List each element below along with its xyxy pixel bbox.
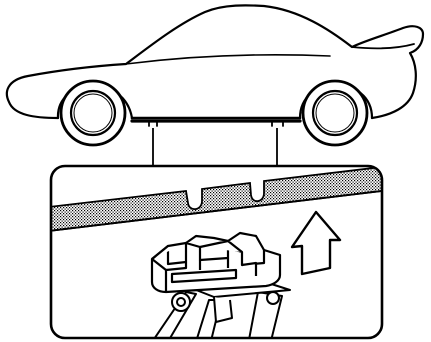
- rear-wheel: [301, 79, 369, 147]
- front-jack-point-notches: [148, 120, 158, 127]
- detail-callout-frame: [49, 164, 384, 340]
- detail-callout: [49, 164, 384, 340]
- car-body-outline: [5, 4, 425, 120]
- sill-flange-closeup: [51, 166, 382, 234]
- callout-leader-lines: [152, 128, 278, 166]
- lift-direction-arrow: [290, 210, 342, 276]
- front-wheel: [59, 79, 127, 147]
- rear-jack-point-notches: [271, 120, 284, 127]
- jack-saddle: [150, 231, 282, 294]
